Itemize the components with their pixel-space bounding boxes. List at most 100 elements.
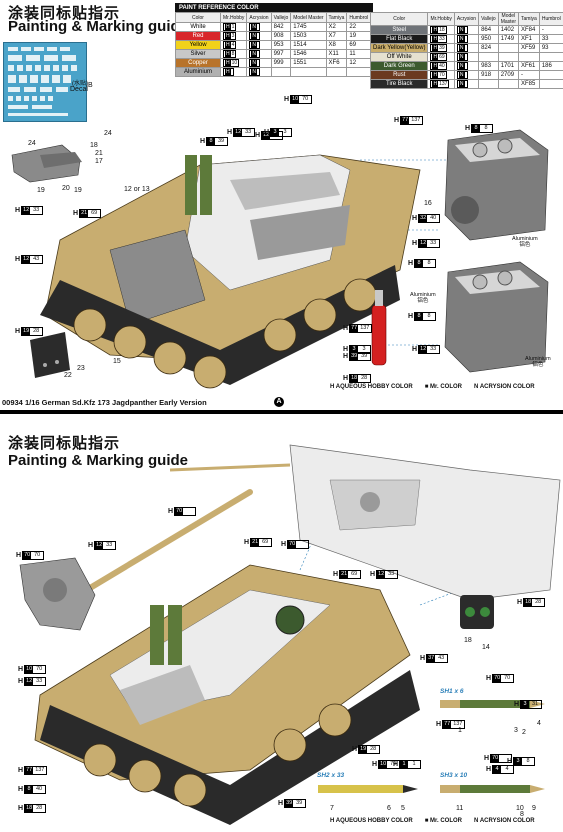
periscope-part: [460, 595, 494, 629]
acry-code: N: [453, 43, 480, 53]
tamiya-code: X11: [325, 49, 348, 59]
decal-sheet: [3, 42, 87, 122]
shell-2-label: SH2 x 33: [317, 772, 345, 779]
bottom-title-cn: 涂装同标贴指示: [8, 435, 121, 452]
gun-mount: [19, 557, 96, 631]
tamiya-code: XF59: [518, 43, 540, 53]
part-num-top-8: 12 or 13: [124, 186, 150, 193]
part-num-top-10: 15: [113, 358, 121, 365]
bottom-legend: H AQUEOUS HOBBY COLOR ■ Mr. COLOR N ACRY…: [330, 818, 535, 824]
part-num-top-2: 24: [104, 130, 112, 137]
mm-code: [290, 67, 327, 77]
engine-upper: [444, 129, 549, 241]
humbrol-code: 33: [538, 34, 563, 44]
right-col-2: Acrysion: [453, 12, 480, 26]
shell-num-9: 8: [520, 811, 524, 818]
shell-num-8: 10: [516, 805, 524, 812]
part-num-top-7: 19: [74, 187, 82, 194]
acry-code: N: [453, 79, 480, 89]
part-num-top-1: 19: [37, 187, 45, 194]
top-title-en: Painting & Marking guide: [8, 18, 189, 35]
acry-code: N: [246, 31, 272, 41]
shell-1: [440, 700, 545, 708]
mm-code: 1749: [497, 34, 520, 44]
tamiya-code: X7: [325, 31, 348, 41]
left-col-6: Humbrol: [346, 12, 372, 23]
side-panel: [289, 444, 561, 601]
tamiya-code: -: [518, 70, 540, 80]
top-legend: H AQUEOUS HOBBY COLOR ■ Mr. COLOR N ACRY…: [330, 384, 535, 390]
color-swatch: Flat Black: [369, 34, 429, 44]
small-box: [30, 332, 70, 378]
tamiya-code: [518, 52, 540, 62]
shell-num-3: 4: [537, 720, 541, 727]
color-swatch: Yellow: [175, 40, 221, 50]
color-swatch: Copper: [175, 58, 221, 68]
part-num-top-3: 18: [90, 142, 98, 149]
tamiya-code: XF85: [518, 79, 540, 89]
left-col-4: Model Master: [290, 12, 327, 23]
acry-code: N: [246, 22, 272, 32]
gun-barrel: [67, 463, 291, 603]
shell-num-7: 11: [456, 805, 464, 812]
tamiya-code: XF1: [518, 34, 540, 44]
acry-code: N: [246, 67, 272, 77]
humbrol-code: [538, 70, 563, 80]
vallejo-code: 997: [270, 49, 292, 59]
color-swatch: White: [175, 22, 221, 32]
part-num-top-6: 20: [62, 185, 70, 192]
right-col-3: Vallejo: [478, 12, 499, 26]
part-num-bottom-0: 18: [464, 637, 472, 644]
color-swatch: Aluminium: [175, 67, 221, 77]
tank-hull: [44, 154, 421, 361]
tamiya-code: XF84: [518, 25, 540, 35]
tamiya-code: X8: [325, 40, 348, 50]
vallejo-code: [478, 52, 499, 62]
shell-1-label: SH1 x 6: [440, 688, 464, 695]
humbrol-code: 69: [346, 40, 372, 50]
page-divider: [0, 410, 563, 414]
vallejo-code: 950: [478, 34, 499, 44]
decal-label-cn: (水贴): [72, 81, 88, 87]
acry-code: N: [453, 70, 480, 80]
decal-markings: [8, 47, 77, 116]
vallejo-code: 908: [270, 31, 292, 41]
left-col-3: Vallejo: [270, 12, 292, 23]
right-col-1: Mr.Hobby: [427, 12, 455, 26]
left-col-2: Acrysion: [246, 12, 272, 23]
acry-code: N: [246, 40, 272, 50]
shell-num-4: 7: [330, 805, 334, 812]
tamiya-code: XF6: [325, 58, 348, 68]
vallejo-code: 999: [270, 58, 292, 68]
